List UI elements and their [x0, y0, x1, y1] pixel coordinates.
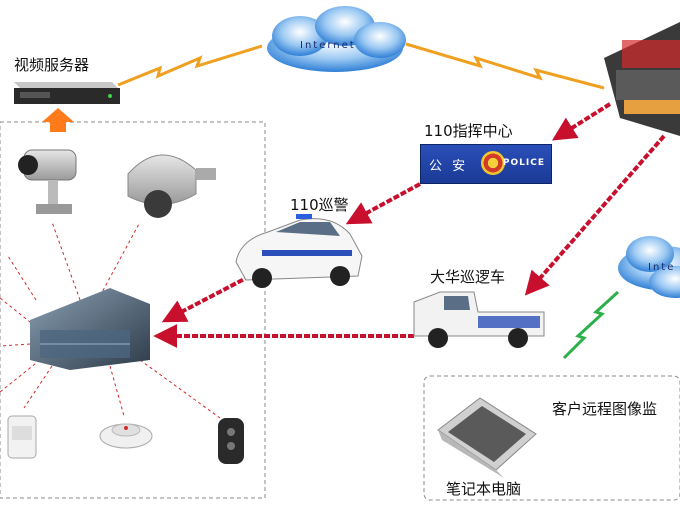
internet-cloud [267, 6, 406, 72]
arrow-command-to-110car [345, 182, 421, 225]
arrow-to-command [551, 102, 612, 141]
laptop-icon [437, 397, 537, 478]
smoke-detector-icon [99, 423, 153, 449]
client-remote-label: 客户远程图像监 [552, 400, 658, 418]
patrol-110-label: 110巡警 [290, 196, 349, 214]
police-banner-right-text: POLICE [502, 158, 545, 168]
internet-cloud-side [618, 236, 680, 298]
pir-sensor-icon [7, 415, 37, 459]
police-banner-left-text: 公 安 [429, 159, 469, 174]
arrow-to-patrol-truck [524, 134, 666, 296]
client-dashed-box [423, 375, 680, 501]
remote-fob-icon [218, 418, 244, 464]
dome-camera-icon [127, 154, 216, 218]
lightning-green [562, 290, 620, 360]
dahua-patrol-label: 大华巡逻车 [430, 268, 506, 286]
internet-main-label: Internet [300, 40, 356, 51]
police-car-icon [235, 214, 363, 288]
command-center-label: 110指挥中心 [424, 122, 513, 140]
bullet-camera-icon [18, 149, 77, 214]
police-banner: 公 安 POLICE [420, 144, 552, 184]
internet-side-label: Inte [648, 262, 676, 273]
arrow-110car-to-building [161, 274, 251, 323]
laptop-label: 笔记本电脑 [446, 480, 522, 498]
lightning-right [405, 42, 605, 90]
upload-arrow-icon [42, 108, 74, 132]
control-room-icon [604, 22, 680, 136]
local-site-dashed-box [0, 121, 266, 499]
lightning-left [117, 44, 263, 87]
patrol-truck-icon [413, 291, 545, 348]
building-icon [30, 288, 150, 370]
server-icon [14, 82, 120, 104]
video-server-label: 视频服务器 [14, 56, 90, 74]
police-emblem-icon [481, 151, 505, 175]
